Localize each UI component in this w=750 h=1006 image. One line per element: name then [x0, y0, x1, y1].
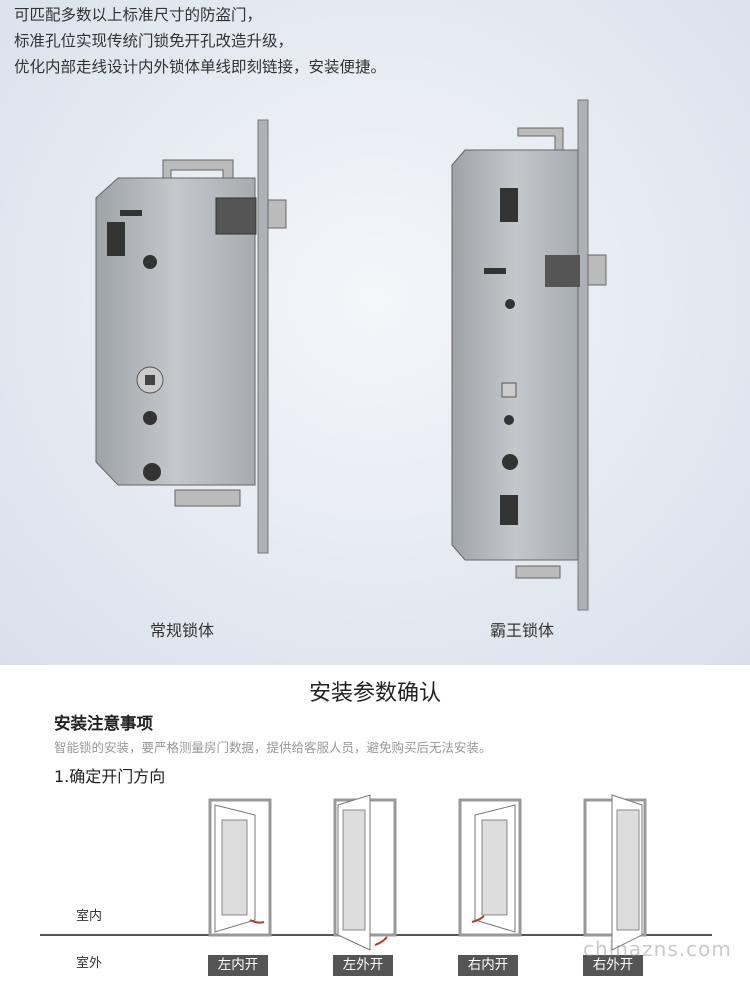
heavy-duty-lock-body	[451, 99, 607, 611]
install-note: 智能锁的安装，要严格测量房门数据，提供给客服人员，避免购买后无法安装。	[54, 740, 492, 755]
direction-label: 右外开	[583, 955, 643, 976]
standard-lock-body	[95, 119, 287, 554]
intro-line: 标准孔位实现传统门锁免开孔改造升级，	[14, 32, 294, 50]
indoor-label: 室内	[76, 909, 103, 924]
lock-caption-heavy: 霸王锁体	[490, 621, 555, 640]
step-heading: 1.确定开门方向	[54, 767, 166, 786]
watermark: chinazns.com	[583, 937, 732, 961]
outdoor-label: 室外	[76, 956, 103, 971]
intro-text: 可匹配多数以上标准尺寸的防盗门， 标准孔位实现传统门锁免开孔改造升级， 优化内部…	[14, 2, 386, 80]
door-right-outward	[583, 794, 647, 951]
direction-label: 左内开	[208, 955, 268, 976]
door-right-inward	[458, 798, 522, 937]
door-direction-diagram	[40, 794, 712, 951]
subtitle: 安装注意事项	[54, 714, 153, 733]
direction-label: 右内开	[458, 955, 518, 976]
intro-line: 优化内部走线设计内外锁体单线即刻链接，安装便捷。	[14, 58, 387, 76]
section-title: 安装参数确认	[308, 681, 441, 706]
intro-line: 可匹配多数以上标准尺寸的防盗门，	[14, 6, 263, 24]
direction-label: 左外开	[333, 955, 393, 976]
lock-bodies-illustration	[95, 99, 607, 611]
door-left-outward	[333, 794, 397, 951]
door-left-inward	[208, 798, 272, 937]
lock-caption-standard: 常规锁体	[150, 621, 215, 640]
